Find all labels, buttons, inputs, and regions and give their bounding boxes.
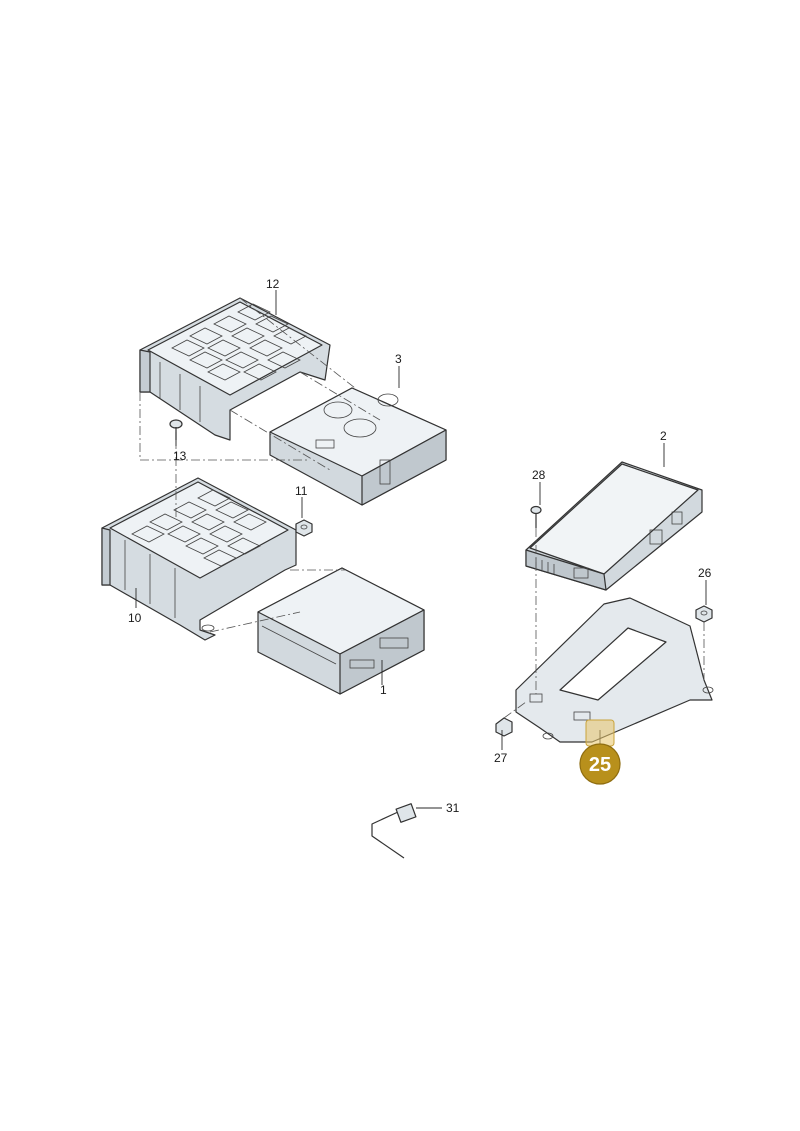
callout-highlight-box	[585, 719, 615, 747]
label-10: 10	[128, 611, 142, 625]
part-13-screw[interactable]	[169, 419, 183, 440]
label-27: 27	[494, 751, 508, 765]
part-31-cable[interactable]	[371, 803, 417, 859]
label-11: 11	[295, 484, 308, 498]
part-11-nut[interactable]	[295, 519, 313, 537]
callout-25[interactable]: 25	[579, 719, 621, 785]
part-28-screw[interactable]	[530, 505, 542, 529]
part-12-upper-bracket[interactable]	[139, 297, 331, 441]
part-3-control-module[interactable]	[269, 387, 447, 506]
callout-badge	[579, 743, 621, 785]
label-1: 1	[380, 683, 387, 697]
label-3: 3	[395, 352, 402, 366]
label-28: 28	[532, 468, 546, 482]
label-12: 12	[266, 277, 280, 291]
part-labels: 12 3 2 28 11 13 10 1 26 27 31	[128, 277, 712, 815]
part-25-mounting-plate[interactable]	[515, 597, 714, 743]
label-31: 31	[446, 801, 460, 815]
label-13: 13	[173, 449, 187, 463]
label-26: 26	[698, 566, 712, 580]
callout-number: 25	[589, 754, 611, 776]
part-27-clip[interactable]	[495, 717, 513, 737]
part-1-control-unit[interactable]	[257, 567, 425, 695]
part-2-electronic-module[interactable]	[525, 461, 703, 591]
label-2: 2	[660, 429, 667, 443]
assembly-lines	[139, 297, 705, 719]
part-26-nut[interactable]	[695, 605, 713, 623]
